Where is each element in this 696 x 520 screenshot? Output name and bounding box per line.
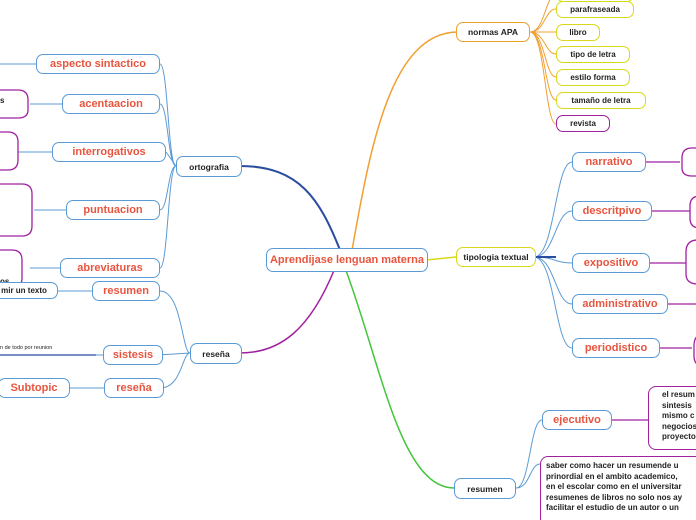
topic-resena[interactable]: reseña xyxy=(190,343,242,364)
link-center-resena xyxy=(239,267,336,354)
subtopic-placeholder[interactable]: Subtopic xyxy=(0,378,70,398)
left-purple-brackets xyxy=(0,89,33,289)
ejecutivo-line-5: proyecto xyxy=(662,432,696,441)
topic-ortografia[interactable]: ortografia xyxy=(176,156,242,177)
subtopic-ejecutivo[interactable]: ejecutivo xyxy=(542,410,612,430)
link-center-ortografia xyxy=(239,165,341,251)
subtopic-narrativo[interactable]: narrativo xyxy=(572,152,646,172)
subtopic-acentaacion[interactable]: acentaacion xyxy=(62,94,160,114)
subtopic-aspecto-sintactico[interactable]: aspecto sintactico xyxy=(36,54,160,74)
central-topic[interactable]: Aprendijase lenguan materna xyxy=(266,248,428,272)
resumen-paragraph-text: saber como hacer un resumende u prinordi… xyxy=(546,461,696,514)
ejecutivo-line-1: el resum xyxy=(662,390,695,399)
topic-tipologia-textual[interactable]: tipologia textual xyxy=(456,247,536,267)
subtopic-resumen[interactable]: resumen xyxy=(92,281,160,301)
subtopic-administrativo[interactable]: administrativo xyxy=(572,294,668,314)
resumen-paragraph-box xyxy=(540,456,696,520)
subtopic-expositivo[interactable]: expositivo xyxy=(572,253,650,273)
subtopic-abreviaturas[interactable]: abreviaturas xyxy=(60,258,160,278)
link-ortografia-children xyxy=(159,63,177,269)
leaf-parafraseada[interactable]: parafraseada xyxy=(556,1,634,18)
fragment-abreviaturas: os xyxy=(0,277,9,286)
paragraph-line-2: prinordial en el ambito academico, xyxy=(546,471,678,481)
subtopic-interrogativos[interactable]: interrogativos xyxy=(52,142,166,162)
paragraph-line-4: resumenes de libros no solo nos ay xyxy=(546,492,683,502)
link-center-resumen xyxy=(344,267,455,489)
fragment-sistesis: n de todo por reunion xyxy=(0,345,53,351)
subtopic-periodistico[interactable]: periodistico xyxy=(572,338,660,358)
leaf-tipo-de-letra[interactable]: tipo de letra xyxy=(556,46,630,63)
paragraph-line-3: en el escolar como en el universitar xyxy=(546,482,682,491)
link-center-tipologia xyxy=(425,256,457,261)
subtopic-descritpivo[interactable]: descritpivo xyxy=(572,201,652,221)
paragraph-line-1: saber como hacer un resumende u xyxy=(546,461,679,470)
subtopic-resena[interactable]: reseña xyxy=(104,378,164,398)
link-center-normas xyxy=(351,31,459,251)
ejecutivo-note-text: el resum sintesis mismo c negocios proye… xyxy=(662,390,696,443)
paragraph-line-5: facilitar el estudio de un autor o un xyxy=(546,503,679,512)
topic-normas-apa[interactable]: normas APA xyxy=(456,22,530,42)
leaf-tamano-de-letra[interactable]: tamaño de letra xyxy=(556,92,646,109)
right-purple-brackets xyxy=(681,147,696,367)
ejecutivo-line-3: mismo c xyxy=(662,411,695,420)
ejecutivo-line-4: negocios xyxy=(662,421,696,431)
subtopic-puntuacion[interactable]: puntuacion xyxy=(66,200,160,220)
leaf-libro[interactable]: libro xyxy=(556,24,600,41)
topic-resumen[interactable]: resumen xyxy=(454,478,516,499)
leaf-estilo-forma[interactable]: estilo forma xyxy=(556,69,630,86)
fragment-resumen-box[interactable]: mir un texto xyxy=(0,282,58,299)
fragment-acentaacion: s xyxy=(0,96,5,105)
leaf-revista[interactable]: revista xyxy=(556,115,610,132)
subtopic-sistesis[interactable]: sistesis xyxy=(103,345,163,365)
ejecutivo-note-box xyxy=(648,386,696,450)
ejecutivo-line-2: sintesis xyxy=(662,400,692,410)
